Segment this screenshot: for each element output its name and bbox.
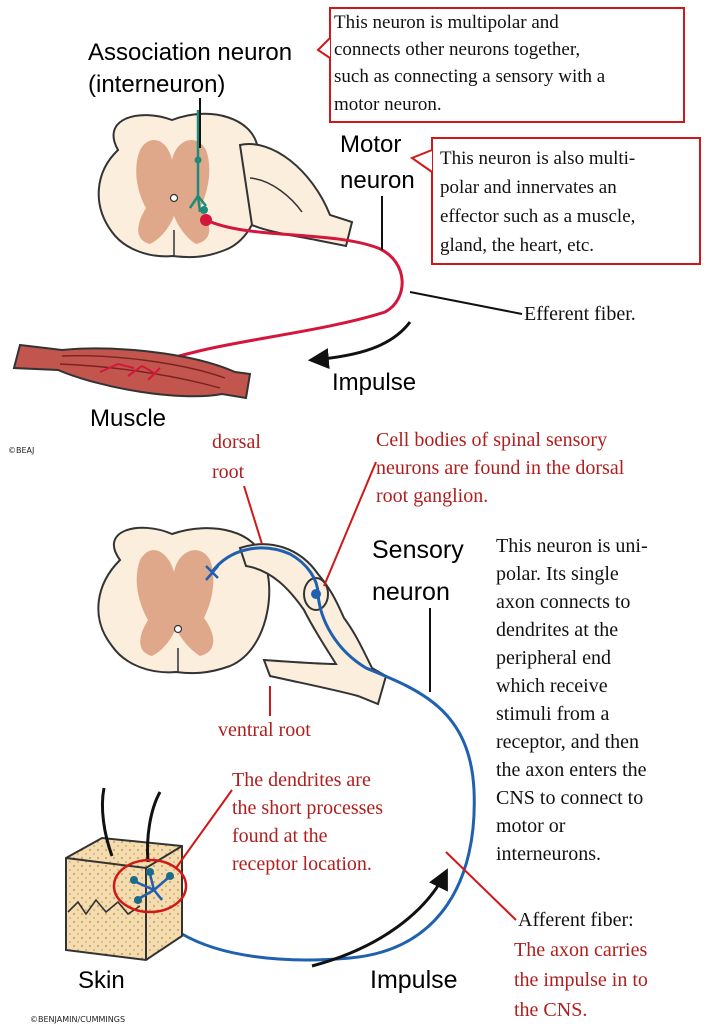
dendrites-line-4: receptor location.	[232, 853, 372, 875]
association-note-box: This neuron is multipolar and connects o…	[318, 8, 684, 122]
efferent-fiber-text: Efferent fiber.	[524, 303, 636, 325]
efferent-fiber-label: Efferent fiber.	[410, 292, 636, 325]
motor-note-box: This neuron is also multi- polar and inn…	[412, 138, 700, 264]
top-impulse-arrow: Impulse	[312, 322, 416, 396]
association-neuron-line-1: Association neuron	[88, 39, 292, 66]
cell-bodies-line-3: root ganglion.	[376, 485, 488, 507]
association-neuron-line-2: (interneuron)	[88, 71, 225, 98]
motor-neuron-line-2: neuron	[340, 167, 415, 194]
sensory-note-line-8: receptor, and then	[496, 731, 639, 753]
motor-note-line-1: This neuron is also multi-	[440, 148, 635, 169]
afferent-note-line-1: The axon carries	[514, 939, 647, 961]
dendrites-line-2: the short processes	[232, 797, 383, 819]
association-note-line-3: such as connecting a sensory with a	[334, 66, 606, 87]
ventral-root-text: ventral root	[218, 719, 311, 741]
cell-bodies-line-1: Cell bodies of spinal sensory	[376, 429, 607, 451]
dorsal-root-line-1: dorsal	[212, 431, 261, 453]
afferent-note-line-3: the CNS.	[514, 999, 587, 1021]
dorsal-root-label: dorsal root	[212, 431, 262, 544]
bottom-impulse-label: Impulse	[370, 966, 458, 994]
motor-note-line-3: effector such as a muscle,	[440, 206, 635, 227]
top-impulse-label: Impulse	[332, 369, 416, 396]
motor-note-line-4: gland, the heart, etc.	[440, 235, 594, 256]
ventral-root-label: ventral root	[218, 686, 311, 741]
sensory-note-line-2: polar. Its single	[496, 563, 619, 585]
association-note-line-1: This neuron is multipolar and	[334, 12, 559, 33]
motor-neuron-label: Motor neuron	[340, 131, 415, 250]
sensory-note-line-3: axon connects to	[496, 591, 630, 613]
top-panel: Association neuron (interneuron) This ne…	[8, 8, 700, 455]
bottom-impulse-arrow: Impulse	[312, 872, 458, 994]
skin-label: Skin	[78, 967, 125, 994]
dorsal-root-line-2: root	[212, 461, 245, 483]
motor-note-line-2: polar and innervates an	[440, 177, 617, 198]
association-note-line-2: connects other neurons together,	[334, 39, 580, 60]
sensory-note-line-11: motor or	[496, 815, 566, 837]
dendrites-line-1: The dendrites are	[232, 769, 371, 791]
afferent-note-line-2: the impulse in to	[514, 969, 648, 991]
sensory-neuron-label: Sensory neuron	[372, 536, 464, 692]
sensory-note-line-4: dendrites at the	[496, 619, 618, 641]
sensory-note-line-6: which receive	[496, 675, 608, 697]
sensory-note-line-10: CNS to connect to	[496, 787, 643, 809]
muscle-label: Muscle	[90, 405, 166, 432]
sensory-note-line-7: stimuli from a	[496, 703, 609, 725]
dendrites-line-3: found at the	[232, 825, 328, 847]
top-credit: ©BEAJ	[8, 446, 34, 455]
afferent-fiber-text: Afferent fiber:	[518, 909, 634, 931]
bottom-spinal-cord	[98, 528, 386, 704]
sensory-note-line-9: the axon enters the	[496, 759, 647, 781]
afferent-fiber-label: Afferent fiber: The axon carries the imp…	[446, 852, 648, 1021]
motor-neuron-line-1: Motor	[340, 131, 401, 158]
skin-illustration	[66, 788, 186, 960]
sensory-note-line-5: peripheral end	[496, 647, 611, 669]
sensory-note: This neuron is uni- polar. Its single ax…	[496, 535, 648, 865]
muscle-illustration	[14, 345, 250, 398]
bottom-credit: ©BENJAMIN/CUMMINGS	[30, 1015, 125, 1024]
cell-bodies-line-2: neurons are found in the dorsal	[376, 457, 625, 479]
sensory-note-line-12: interneurons.	[496, 843, 601, 865]
sensory-neuron-line-2: neuron	[372, 578, 450, 606]
dendrites-note: The dendrites are the short processes fo…	[176, 769, 383, 875]
bottom-panel: dorsal root Cell bodies of spinal sensor…	[30, 429, 648, 1024]
sensory-note-line-1: This neuron is uni-	[496, 535, 648, 557]
association-note-line-4: motor neuron.	[334, 94, 442, 115]
sensory-neuron-line-1: Sensory	[372, 536, 464, 564]
